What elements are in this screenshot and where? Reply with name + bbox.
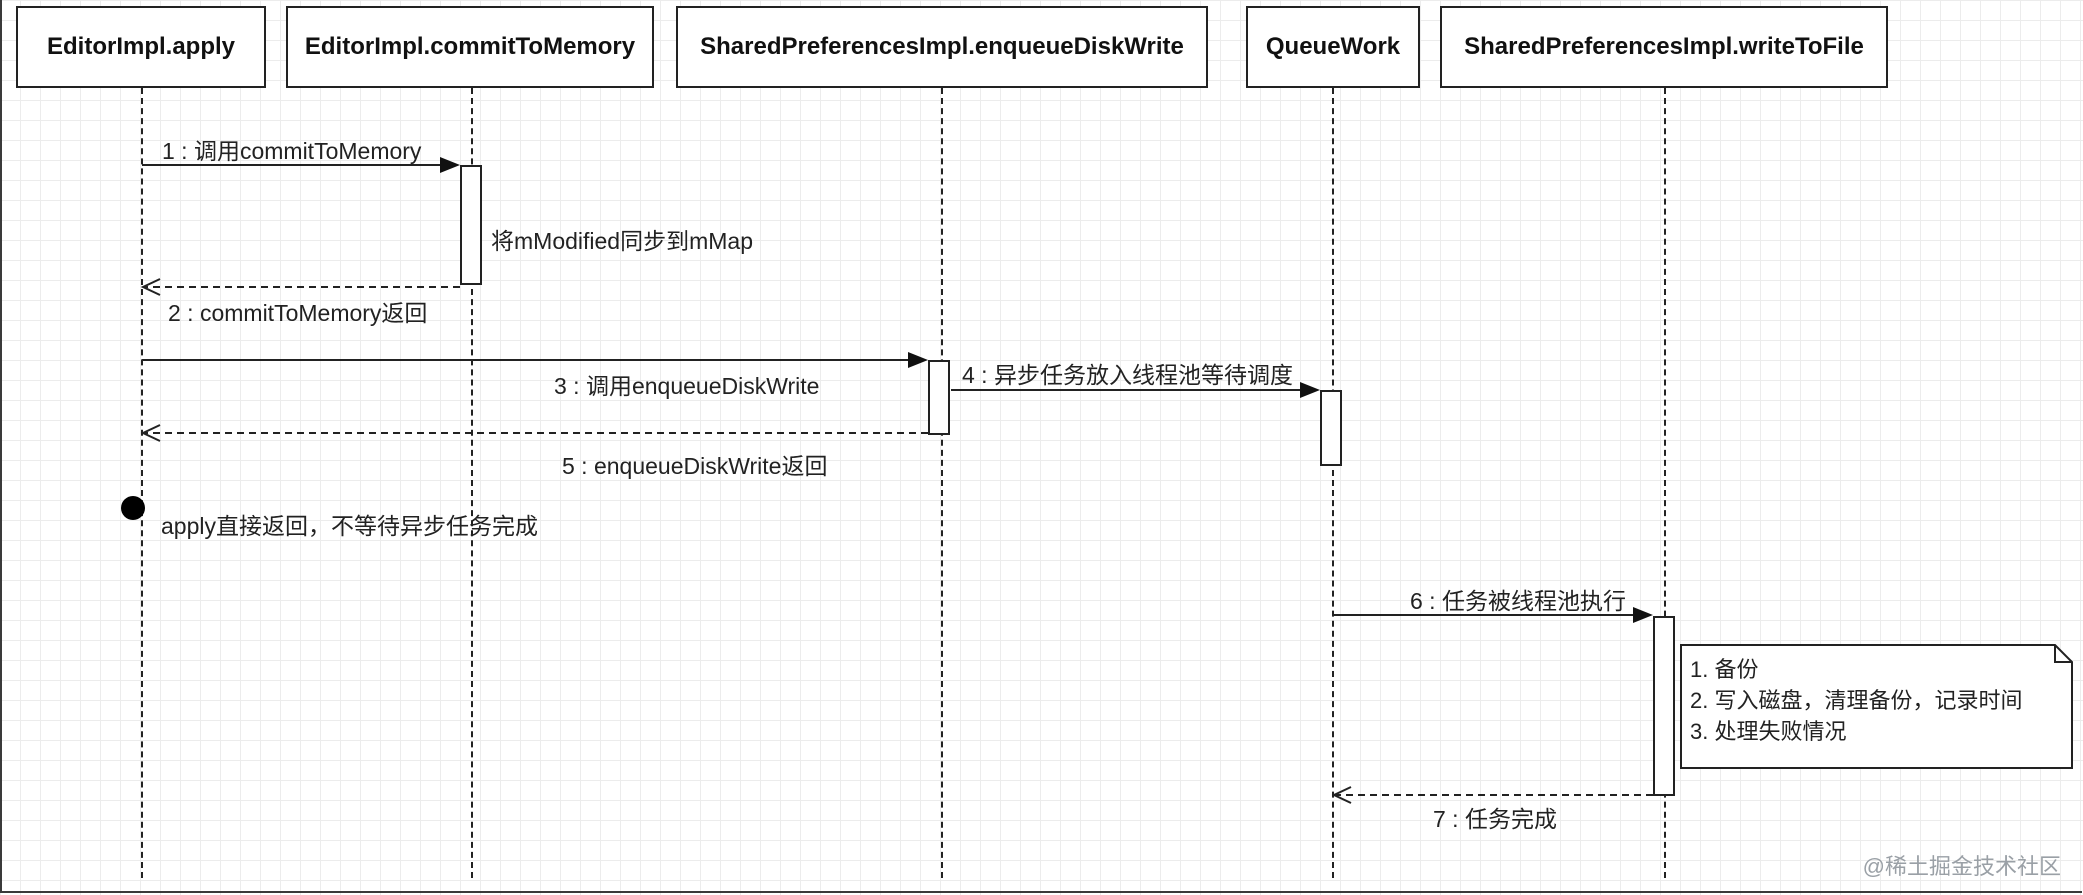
participant-editorimpl-apply: EditorImpl.apply xyxy=(16,6,266,88)
message-7-arrowhead xyxy=(1331,786,1352,804)
note-line-1: 1. 备份 xyxy=(1690,657,1759,682)
message-6-label: 6 : 任务被线程池执行 xyxy=(1410,588,1626,614)
participant-commit-to-memory: EditorImpl.commitToMemory xyxy=(286,6,654,88)
note-fold xyxy=(2054,645,2072,663)
note-line-2: 2. 写入磁盘，清理备份，记录时间 xyxy=(1690,688,2023,713)
lifeline-enqueue-disk-write xyxy=(941,88,943,878)
apply-return-dot xyxy=(121,496,145,520)
lifeline-write-to-file xyxy=(1664,88,1666,878)
participant-queue-work: QueueWork xyxy=(1246,6,1420,88)
message-2-arrowhead xyxy=(140,278,161,296)
message-4-arrowhead xyxy=(1300,382,1320,398)
apply-return-note: apply直接返回，不等待异步任务完成 xyxy=(161,513,538,539)
message-4-label: 4 : 异步任务放入线程池等待调度 xyxy=(962,362,1293,388)
message-3-arrowhead xyxy=(908,352,928,368)
note-shape xyxy=(1680,644,2073,769)
message-5-arrowhead xyxy=(140,424,161,442)
participant-write-to-file: SharedPreferencesImpl.writeToFile xyxy=(1440,6,1888,88)
note-line-3: 3. 处理失败情况 xyxy=(1690,719,1847,744)
message-6-arrowhead xyxy=(1633,607,1653,623)
lifeline-commit-to-memory xyxy=(471,88,473,878)
message-1-label: 1 : 调用commitToMemory xyxy=(162,138,422,164)
participant-enqueue-disk-write: SharedPreferencesImpl.enqueueDiskWrite xyxy=(676,6,1208,88)
message-3-label: 3 : 调用enqueueDiskWrite xyxy=(554,373,820,399)
message-5-label: 5 : enqueueDiskWrite返回 xyxy=(562,453,828,479)
activation-enqueue-disk-write xyxy=(928,360,950,435)
watermark: @稀土掘金技术社区 xyxy=(1862,854,2061,879)
lifeline-queue-work xyxy=(1332,88,1334,878)
message-2-label: 2 : commitToMemory返回 xyxy=(168,300,428,326)
message-7-label: 7 : 任务完成 xyxy=(1433,806,1557,832)
activation-commit-to-memory xyxy=(460,165,482,285)
activation-write-to-file xyxy=(1653,616,1675,796)
message-1-arrowhead xyxy=(440,157,460,173)
lifeline-editorimpl-apply xyxy=(141,88,143,878)
activation-queue-work xyxy=(1320,390,1342,466)
commit-to-memory-note: 将mModified同步到mMap xyxy=(491,228,753,254)
